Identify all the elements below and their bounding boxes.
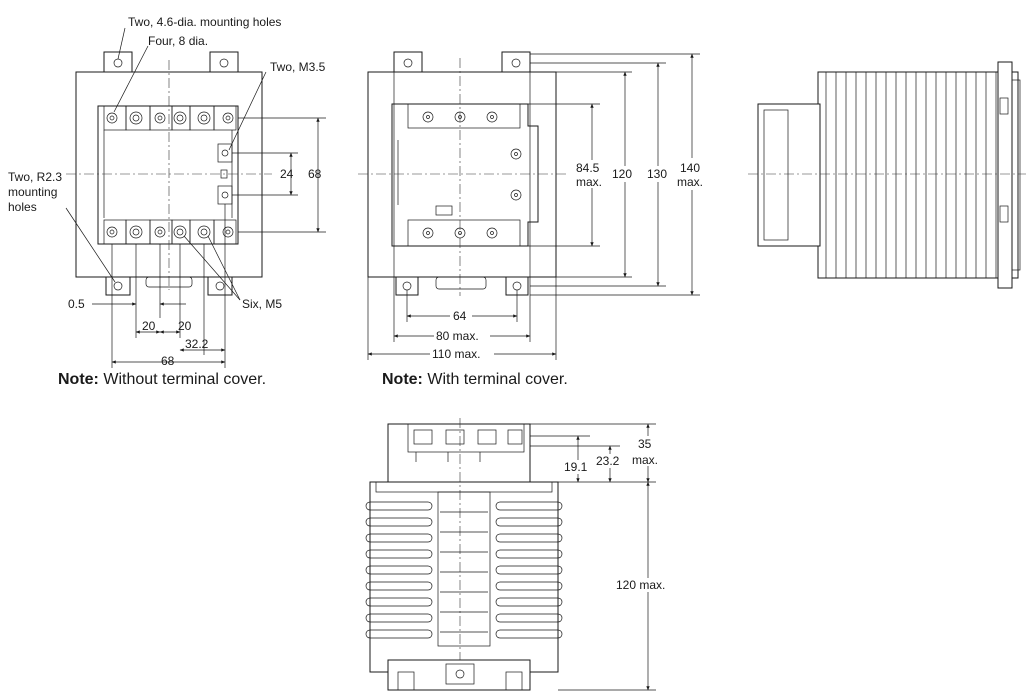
note-without-cover: Note: Without terminal cover. [58,371,266,388]
dim-24: 24 [280,167,294,181]
dim-130: 130 [647,167,667,181]
dim-120: 120 [612,167,632,181]
note-text: With terminal cover. [423,371,568,388]
note-label: Note: [58,371,99,388]
dim-84-5: 84.5 [576,161,600,175]
side-view [748,61,1026,289]
dim-68-horizontal: 68 [161,354,175,368]
dim-0-5: 0.5 [68,297,85,311]
front-view-with-cover: 84.5 max. 120 130 140 max. 64 80 max. 11… [358,51,710,388]
dim-64: 64 [453,309,467,323]
dim-68-vertical: 68 [308,167,322,181]
dim-32-2: 32.2 [185,337,209,351]
dim-140: 140 [680,161,700,175]
r23-callout-line2: mounting [8,185,57,199]
r23-callout-line3: holes [8,200,37,214]
dim-140-max: max. [677,175,703,189]
r23-callout-line1: Two, R2.3 [8,170,62,184]
top-terminals [103,105,237,131]
m5-callout: Six, M5 [242,297,282,311]
mounting-holes-callout: Two, 4.6-dia. mounting holes [128,15,281,29]
dim-35-max: max. [632,453,658,467]
dim-23-2: 23.2 [596,454,620,468]
note-text: Without terminal cover. [99,371,266,388]
note-with-cover: Note: With terminal cover. [382,371,568,388]
dim-120-max: 120 max. [616,578,665,592]
dim-35: 35 [638,437,652,451]
bottom-view: 35 max. 19.1 23.2 120 max. [365,418,674,691]
four-holes-callout: Four, 8 dia. [148,34,208,48]
bottom-terminals [103,219,237,245]
dim-84-5-max: max. [576,175,602,189]
front-view-without-cover: Two, 4.6-dia. mounting holes Four, 8 dia… [8,15,326,388]
m35-callout: Two, M3.5 [270,60,326,74]
note-label: Note: [382,371,423,388]
dim-19-1: 19.1 [564,460,588,474]
dim-80-max: 80 max. [436,329,479,343]
dim-20-a: 20 [142,319,156,333]
dim-20-b: 20 [178,319,192,333]
dim-110-max: 110 max. [432,347,480,361]
